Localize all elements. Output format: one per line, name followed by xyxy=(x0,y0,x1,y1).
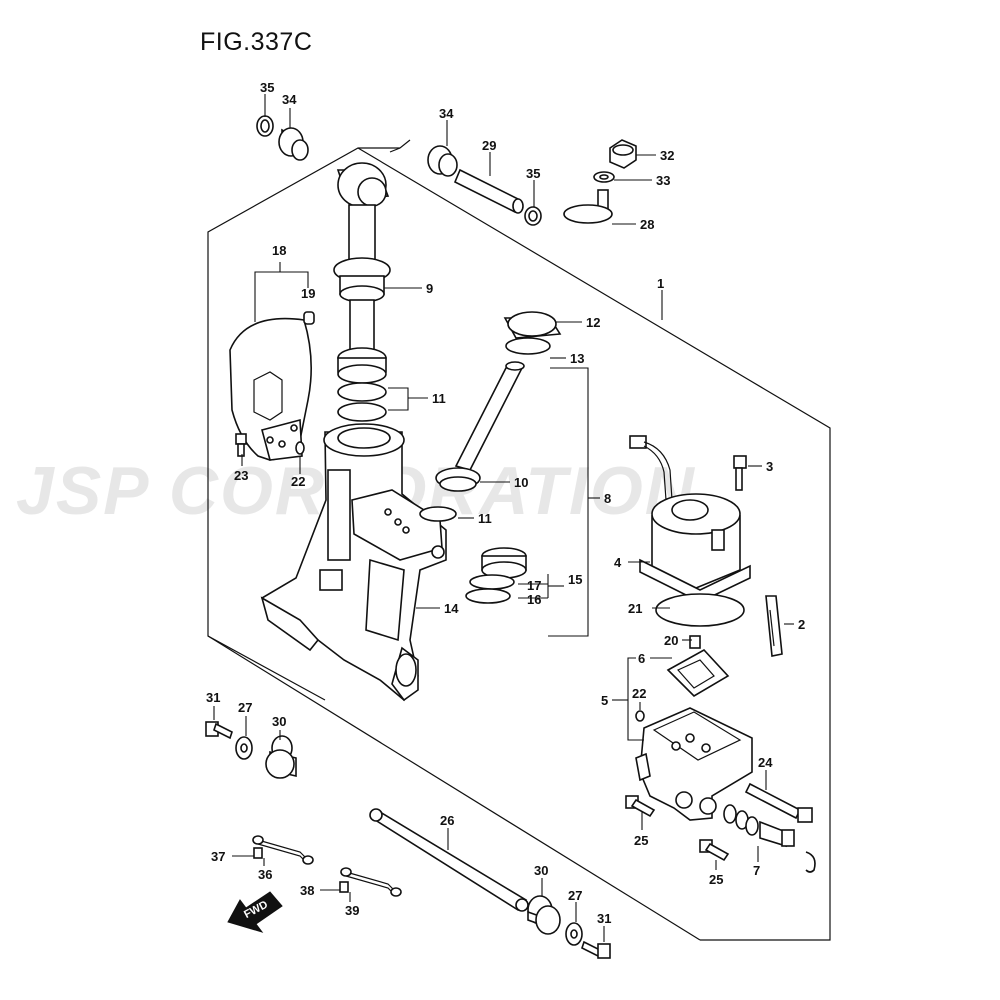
callout-14: 14 xyxy=(444,601,459,616)
callout-25: 25 xyxy=(634,833,648,848)
callout-19: 19 xyxy=(301,286,315,301)
callout-25: 25 xyxy=(709,872,723,887)
callout-33: 33 xyxy=(656,173,670,188)
hardware-left xyxy=(205,721,297,779)
bushing-34-left xyxy=(256,115,309,161)
bolt-3 xyxy=(733,455,747,491)
callout-27: 27 xyxy=(238,700,252,715)
wire-leads xyxy=(252,835,402,897)
callout-5: 5 xyxy=(601,693,608,708)
fwd-arrow: FWD xyxy=(227,891,283,933)
figure-title: FIG.337C xyxy=(200,28,313,56)
callout-32: 32 xyxy=(660,148,674,163)
orings-11 xyxy=(337,382,387,422)
callout-30: 30 xyxy=(272,714,286,729)
callout-6: 6 xyxy=(638,651,645,666)
callout-36: 36 xyxy=(258,867,272,882)
callout-23: 23 xyxy=(234,468,248,483)
bracket-18 xyxy=(254,262,309,322)
callout-13: 13 xyxy=(570,351,584,366)
plug-7-group xyxy=(723,804,816,873)
callout-12: 12 xyxy=(586,315,600,330)
trim-rod-9 xyxy=(333,162,391,384)
callout-27: 27 xyxy=(568,888,582,903)
bolt-24 xyxy=(744,782,813,823)
nut-washer-valve xyxy=(563,139,637,224)
filter-plate-group xyxy=(635,635,730,722)
callout-17: 17 xyxy=(527,578,541,593)
callout-22: 22 xyxy=(291,474,305,489)
callout-35: 35 xyxy=(526,166,540,181)
bracket-8 xyxy=(548,367,589,637)
callout-21: 21 xyxy=(628,601,642,616)
callout-16: 16 xyxy=(527,592,541,607)
callout-39: 39 xyxy=(345,903,359,918)
callout-9: 9 xyxy=(426,281,433,296)
tilt-rod-10 xyxy=(435,311,562,492)
callout-11: 11 xyxy=(432,391,446,406)
strap-2 xyxy=(765,595,783,657)
hardware-right-bottom xyxy=(527,895,611,959)
callout-28: 28 xyxy=(640,217,654,232)
shaft-26 xyxy=(369,808,529,912)
callout-3: 3 xyxy=(766,459,773,474)
callout-2: 2 xyxy=(798,617,805,632)
oring-21 xyxy=(655,593,745,627)
callout-1: 1 xyxy=(657,276,664,291)
callout-10: 10 xyxy=(514,475,528,490)
callout-31: 31 xyxy=(597,911,611,926)
callout-22: 22 xyxy=(632,686,646,701)
callout-34: 34 xyxy=(282,92,297,107)
callout-8: 8 xyxy=(604,491,611,506)
callout-37: 37 xyxy=(211,849,225,864)
leader-lines xyxy=(213,94,794,942)
callout-29: 29 xyxy=(482,138,496,153)
pump-manifold-5 xyxy=(635,707,753,821)
callout-38: 38 xyxy=(300,883,314,898)
callout-7: 7 xyxy=(753,863,760,878)
callout-18: 18 xyxy=(272,243,286,258)
callout-labels: 35 34 34 29 35 32 33 28 18 19 9 1 12 13 … xyxy=(206,80,805,926)
piston-15-group xyxy=(465,547,527,604)
bolts-25 xyxy=(625,795,730,862)
callout-24: 24 xyxy=(758,755,773,770)
callout-11: 11 xyxy=(478,511,492,526)
cylinder-body-14 xyxy=(260,423,447,702)
callout-30: 30 xyxy=(534,863,548,878)
pin-29-group xyxy=(427,145,542,226)
callout-20: 20 xyxy=(664,633,678,648)
callout-26: 26 xyxy=(440,813,454,828)
cover-18-group xyxy=(229,311,315,461)
callout-35: 35 xyxy=(260,80,274,95)
callout-34: 34 xyxy=(439,106,454,121)
callout-4: 4 xyxy=(614,555,622,570)
callout-31: 31 xyxy=(206,690,220,705)
callout-15: 15 xyxy=(568,572,582,587)
assembly-boundary xyxy=(207,139,831,941)
motor-4 xyxy=(629,435,751,603)
oring-11-lower xyxy=(419,506,457,522)
